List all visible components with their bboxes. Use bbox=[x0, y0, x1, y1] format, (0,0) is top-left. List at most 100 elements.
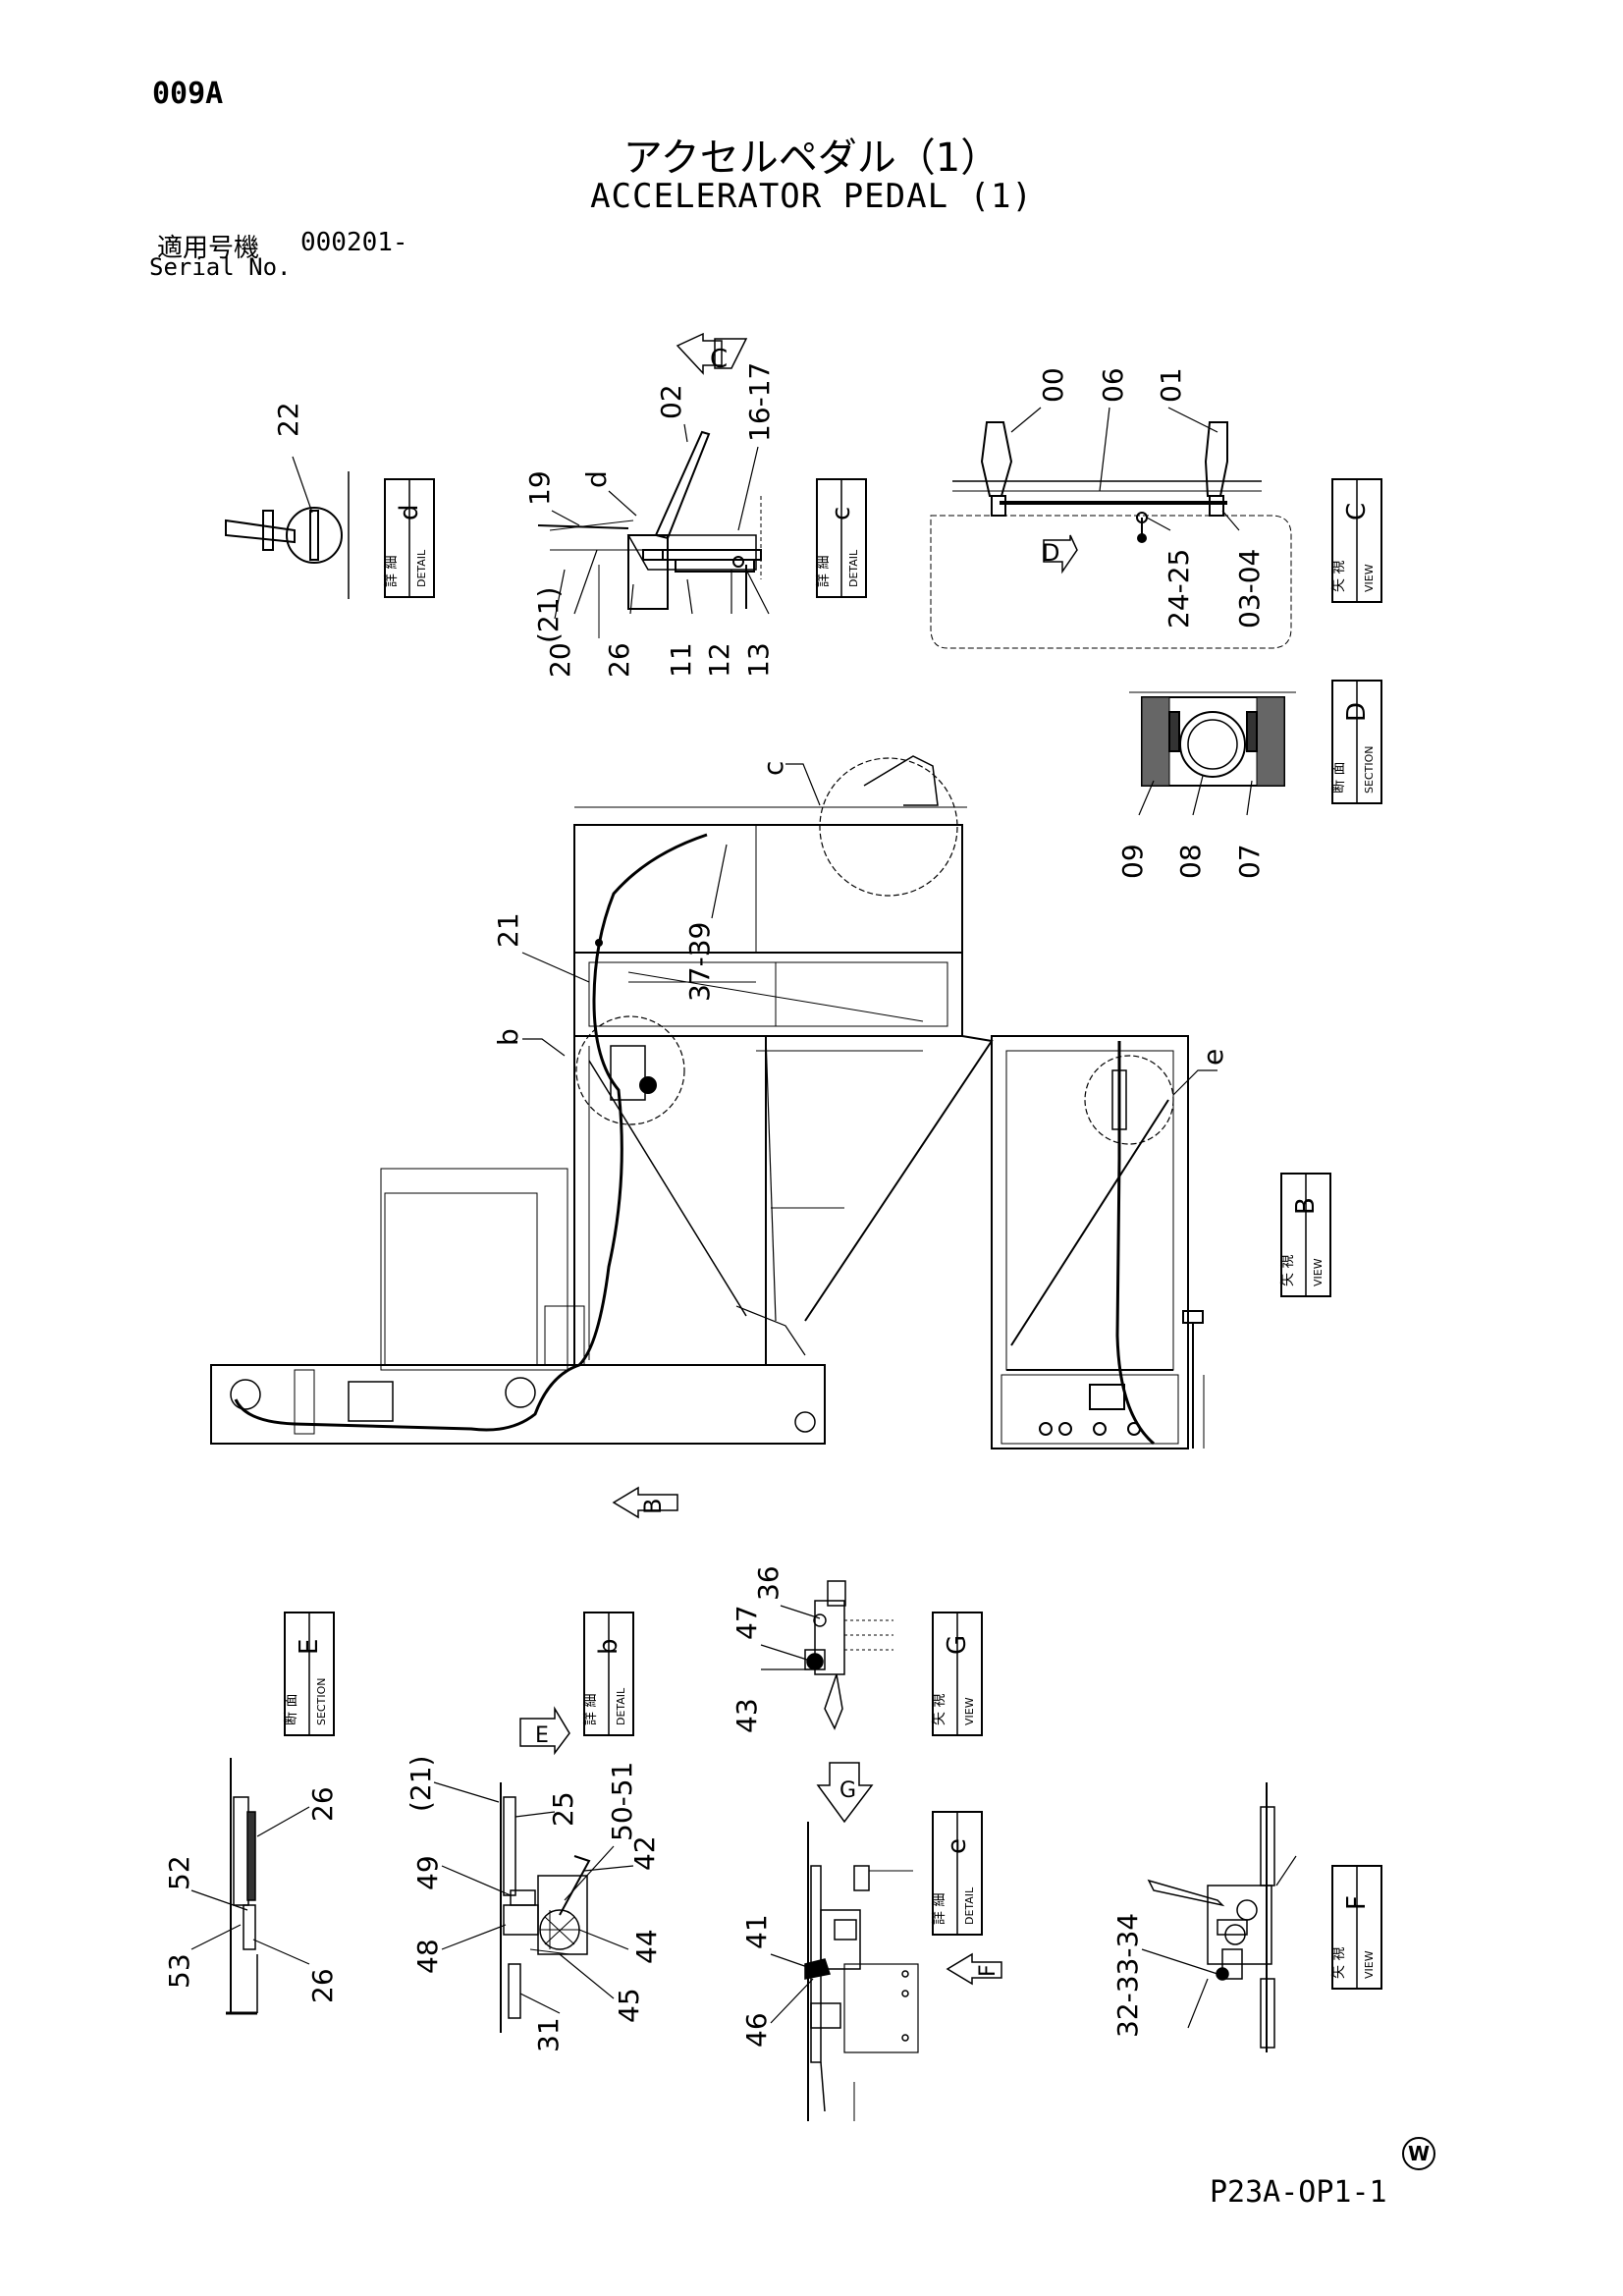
box-detail-c: 詳 細 DETAIL c bbox=[816, 478, 867, 598]
svg-text:20: 20 bbox=[544, 642, 576, 678]
box-section-d: 断 面 SECTION D bbox=[1331, 680, 1382, 804]
svg-text:43: 43 bbox=[730, 1698, 763, 1733]
detail-b-callouts: (21) 25 50-51 42 49 48 44 45 31 bbox=[405, 1756, 663, 2052]
page-title-japanese: アクセルペダル（1） bbox=[622, 136, 1001, 181]
svg-text:d: d bbox=[395, 504, 424, 520]
svg-text:詳 細: 詳 細 bbox=[583, 1694, 599, 1725]
svg-text:(21): (21) bbox=[405, 1756, 437, 1812]
page-title: ACCELERATOR PEDAL (1) bbox=[590, 177, 1033, 216]
svg-text:52: 52 bbox=[163, 1855, 195, 1890]
svg-text:d: d bbox=[580, 470, 613, 488]
svg-text:00: 00 bbox=[1037, 367, 1069, 403]
svg-text:26: 26 bbox=[306, 1786, 339, 1822]
callout-22: 22 bbox=[272, 402, 304, 437]
page-code: 009A bbox=[152, 77, 224, 111]
arrow-b: B bbox=[612, 1486, 678, 1519]
svg-text:VIEW: VIEW bbox=[1363, 1950, 1376, 1979]
detail-d-drawing: 22 bbox=[225, 402, 350, 599]
svg-text:E: E bbox=[535, 1723, 549, 1748]
box-detail-e: 詳 細 DETAIL e bbox=[932, 1811, 983, 1936]
svg-text:D: D bbox=[1342, 702, 1372, 722]
view-g-leaders bbox=[760, 1605, 821, 1670]
svg-text:19: 19 bbox=[523, 470, 556, 506]
arrow-g: G bbox=[816, 1762, 874, 1824]
svg-text:SECTION: SECTION bbox=[315, 1678, 328, 1725]
view-c-drawing: D bbox=[930, 421, 1292, 649]
view-f-drawing bbox=[1147, 1782, 1297, 2052]
serial-number: 000201- bbox=[300, 228, 408, 257]
svg-text:VIEW: VIEW bbox=[1312, 1258, 1325, 1286]
serial-label-japanese: 適用号機 bbox=[157, 234, 260, 263]
svg-text:VIEW: VIEW bbox=[1363, 564, 1376, 592]
svg-text:b: b bbox=[594, 1638, 623, 1655]
svg-text:F: F bbox=[976, 1964, 1001, 1977]
svg-text:06: 06 bbox=[1097, 367, 1129, 403]
detail-b-leaders bbox=[433, 1781, 634, 2014]
svg-text:53: 53 bbox=[163, 1953, 195, 1989]
svg-text:c: c bbox=[757, 761, 789, 776]
box-section-e: 断 面 SECTION E bbox=[284, 1612, 335, 1736]
box-view-b: 矢 視 VIEW B bbox=[1280, 1173, 1331, 1297]
svg-text:09: 09 bbox=[1116, 844, 1149, 879]
svg-text:詳 細: 詳 細 bbox=[932, 1893, 947, 1925]
detail-e-drawing bbox=[804, 1822, 919, 2121]
box-detail-b: 詳 細 DETAIL b bbox=[583, 1612, 634, 1736]
svg-text:47: 47 bbox=[730, 1605, 763, 1640]
svg-text:F: F bbox=[1342, 1895, 1372, 1910]
svg-text:25: 25 bbox=[547, 1791, 579, 1827]
svg-text:G: G bbox=[839, 1778, 856, 1803]
svg-text:C: C bbox=[1342, 503, 1372, 520]
svg-text:46: 46 bbox=[740, 2012, 773, 2048]
svg-text:26: 26 bbox=[306, 1968, 339, 2003]
svg-text:E: E bbox=[295, 1639, 324, 1655]
main-frame-callouts: c 21 37-39 b bbox=[492, 761, 789, 1046]
arrow-e: E bbox=[519, 1706, 570, 1756]
view-b-callouts: e bbox=[1197, 1049, 1229, 1066]
main-frame-drawing bbox=[210, 755, 994, 1445]
svg-text:B: B bbox=[639, 1499, 667, 1514]
svg-text:02: 02 bbox=[655, 384, 687, 419]
section-d-callouts: 09 08 07 bbox=[1116, 844, 1266, 879]
box-view-c: 矢 視 VIEW C bbox=[1331, 478, 1382, 603]
view-c-callouts: 00 06 01 24-25 03-04 bbox=[1037, 367, 1266, 629]
drawing-code: P23A-OP1-1 bbox=[1210, 2175, 1387, 2210]
svg-text:DETAIL: DETAIL bbox=[415, 549, 428, 587]
view-c-leaders bbox=[1010, 407, 1240, 531]
svg-text:DETAIL: DETAIL bbox=[615, 1687, 627, 1725]
svg-text:44: 44 bbox=[630, 1929, 663, 1964]
serial-label: Serial No. bbox=[149, 253, 292, 281]
section-e-leaders bbox=[190, 1806, 310, 1965]
corner-mark: W bbox=[1402, 2137, 1435, 2170]
svg-text:B: B bbox=[1291, 1197, 1321, 1215]
svg-text:48: 48 bbox=[411, 1939, 444, 1974]
svg-text:矢 視: 矢 視 bbox=[1280, 1255, 1296, 1286]
svg-text:11: 11 bbox=[665, 642, 697, 678]
svg-text:03-04: 03-04 bbox=[1233, 549, 1266, 629]
main-frame-leaders bbox=[521, 763, 821, 1057]
view-b-leader bbox=[1172, 1069, 1217, 1096]
svg-text:DETAIL: DETAIL bbox=[963, 1886, 976, 1925]
view-g-callouts: 36 47 43 bbox=[730, 1565, 784, 1733]
svg-text:e: e bbox=[1197, 1049, 1229, 1066]
section-d-leaders bbox=[1138, 775, 1253, 816]
svg-text:13: 13 bbox=[742, 642, 775, 678]
svg-text:12: 12 bbox=[703, 642, 735, 678]
box-detail-d: 詳 細 DETAIL d bbox=[384, 478, 435, 598]
svg-text:49: 49 bbox=[411, 1855, 444, 1890]
detail-c-leaders bbox=[551, 423, 770, 620]
svg-text:01: 01 bbox=[1155, 367, 1187, 403]
svg-text:D: D bbox=[1042, 539, 1059, 567]
view-f-leader bbox=[1141, 1948, 1218, 1975]
svg-text:断 面: 断 面 bbox=[1331, 762, 1347, 793]
svg-text:37-39: 37-39 bbox=[683, 922, 716, 1002]
svg-text:断 面: 断 面 bbox=[284, 1694, 299, 1725]
detail-e-leaders bbox=[770, 1953, 814, 2024]
svg-text:矢 視: 矢 視 bbox=[932, 1694, 947, 1725]
svg-text:16-17: 16-17 bbox=[743, 362, 776, 442]
svg-text:SECTION: SECTION bbox=[1363, 746, 1376, 793]
svg-text:45: 45 bbox=[613, 1988, 645, 2023]
svg-text:08: 08 bbox=[1174, 844, 1207, 879]
svg-text:c: c bbox=[827, 507, 856, 520]
svg-text:24-25: 24-25 bbox=[1163, 549, 1195, 629]
